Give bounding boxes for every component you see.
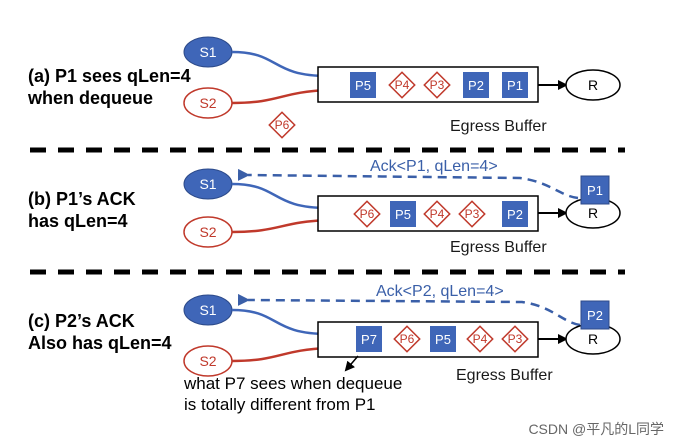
packet-label: P2: [507, 207, 523, 222]
buffer-label: Egress Buffer: [456, 367, 553, 384]
note-line-2: is totally different from P1: [184, 395, 376, 414]
ack-arrow: [237, 293, 581, 327]
packet: [458, 200, 486, 228]
panel-a-subtitle: when dequeue: [27, 88, 153, 108]
watermark: CSDN @平凡的L同学: [528, 421, 664, 437]
s1-label: S1: [199, 44, 216, 60]
s2-label: S2: [199, 224, 216, 240]
buffer-label: Egress Buffer: [450, 118, 547, 135]
receiver-node: [565, 69, 621, 101]
ack-packet: [580, 175, 610, 205]
buffer-label: Egress Buffer: [450, 239, 547, 256]
note-pointer-arrow: [344, 355, 359, 372]
panel-b: (b) P1’s ACK has qLen=4 Ack<P1, qLen=4> …: [28, 158, 621, 256]
panel-b-title: (b) P1’s ACK: [28, 189, 136, 209]
s2-label: S2: [199, 95, 216, 111]
packet-label: P5: [355, 78, 371, 93]
panel-c: (c) P2’s ACK Also has qLen=4 Ack<P2, qLe…: [28, 283, 621, 414]
s2-flow-arrow: [231, 343, 330, 363]
panel-c-subtitle: Also has qLen=4: [28, 333, 172, 353]
panel-a-title: (a) P1 sees qLen=4: [28, 66, 191, 86]
packet-label: P2: [468, 78, 484, 93]
packet: [356, 326, 382, 352]
waiting-packet: [268, 111, 296, 139]
panel-a: (a) P1 sees qLen=4 when dequeue S1 S2 P5…: [27, 36, 621, 139]
packet: [423, 71, 451, 99]
waiting-packet-label: P6: [275, 118, 290, 132]
packet: [423, 200, 451, 228]
packet: [502, 72, 528, 98]
s1-flow-arrow: [231, 182, 330, 213]
packet: [353, 200, 381, 228]
s1-label: S1: [199, 302, 216, 318]
packet-label: P3: [465, 207, 480, 221]
packet: [501, 325, 529, 353]
ack-packet: [580, 300, 610, 330]
ack-packet-label: P1: [587, 183, 603, 198]
s1-flow-arrow: [231, 308, 330, 339]
panel-c-title: (c) P2’s ACK: [28, 311, 135, 331]
packet-label: P4: [430, 207, 445, 221]
ack-arrow: [237, 168, 579, 200]
s2-flow-arrow: [231, 215, 330, 234]
packet: [463, 72, 489, 98]
note-line-1: what P7 sees when dequeue: [183, 374, 402, 393]
packet: [502, 201, 528, 227]
egress-buffer: [317, 321, 539, 358]
packet-label: P5: [395, 207, 411, 222]
panel-b-subtitle: has qLen=4: [28, 211, 128, 231]
receiver-label: R: [588, 205, 598, 221]
packet: [390, 201, 416, 227]
packet-label: P3: [508, 332, 523, 346]
packet-label: P6: [360, 207, 375, 221]
ack-packet-label: P2: [587, 308, 603, 323]
receiver-label: R: [588, 331, 598, 347]
packet-label: P4: [395, 78, 410, 92]
packet: [466, 325, 494, 353]
packet: [388, 71, 416, 99]
s2-flow-arrow: [231, 85, 330, 105]
packet-label: P6: [400, 332, 415, 346]
packet-label: P4: [473, 332, 488, 346]
packet-label: P1: [507, 78, 523, 93]
s1-label: S1: [199, 176, 216, 192]
packet: [350, 72, 376, 98]
s2-label: S2: [199, 353, 216, 369]
packet: [430, 326, 456, 352]
packet: [393, 325, 421, 353]
packet-label: P3: [430, 78, 445, 92]
receiver-label: R: [588, 77, 598, 93]
packet-label: P5: [435, 332, 451, 347]
packet-label: P7: [361, 332, 377, 347]
ack-text: Ack<P2, qLen=4>: [376, 283, 504, 300]
s1-flow-arrow: [231, 50, 330, 81]
ack-text: Ack<P1, qLen=4>: [370, 158, 498, 175]
